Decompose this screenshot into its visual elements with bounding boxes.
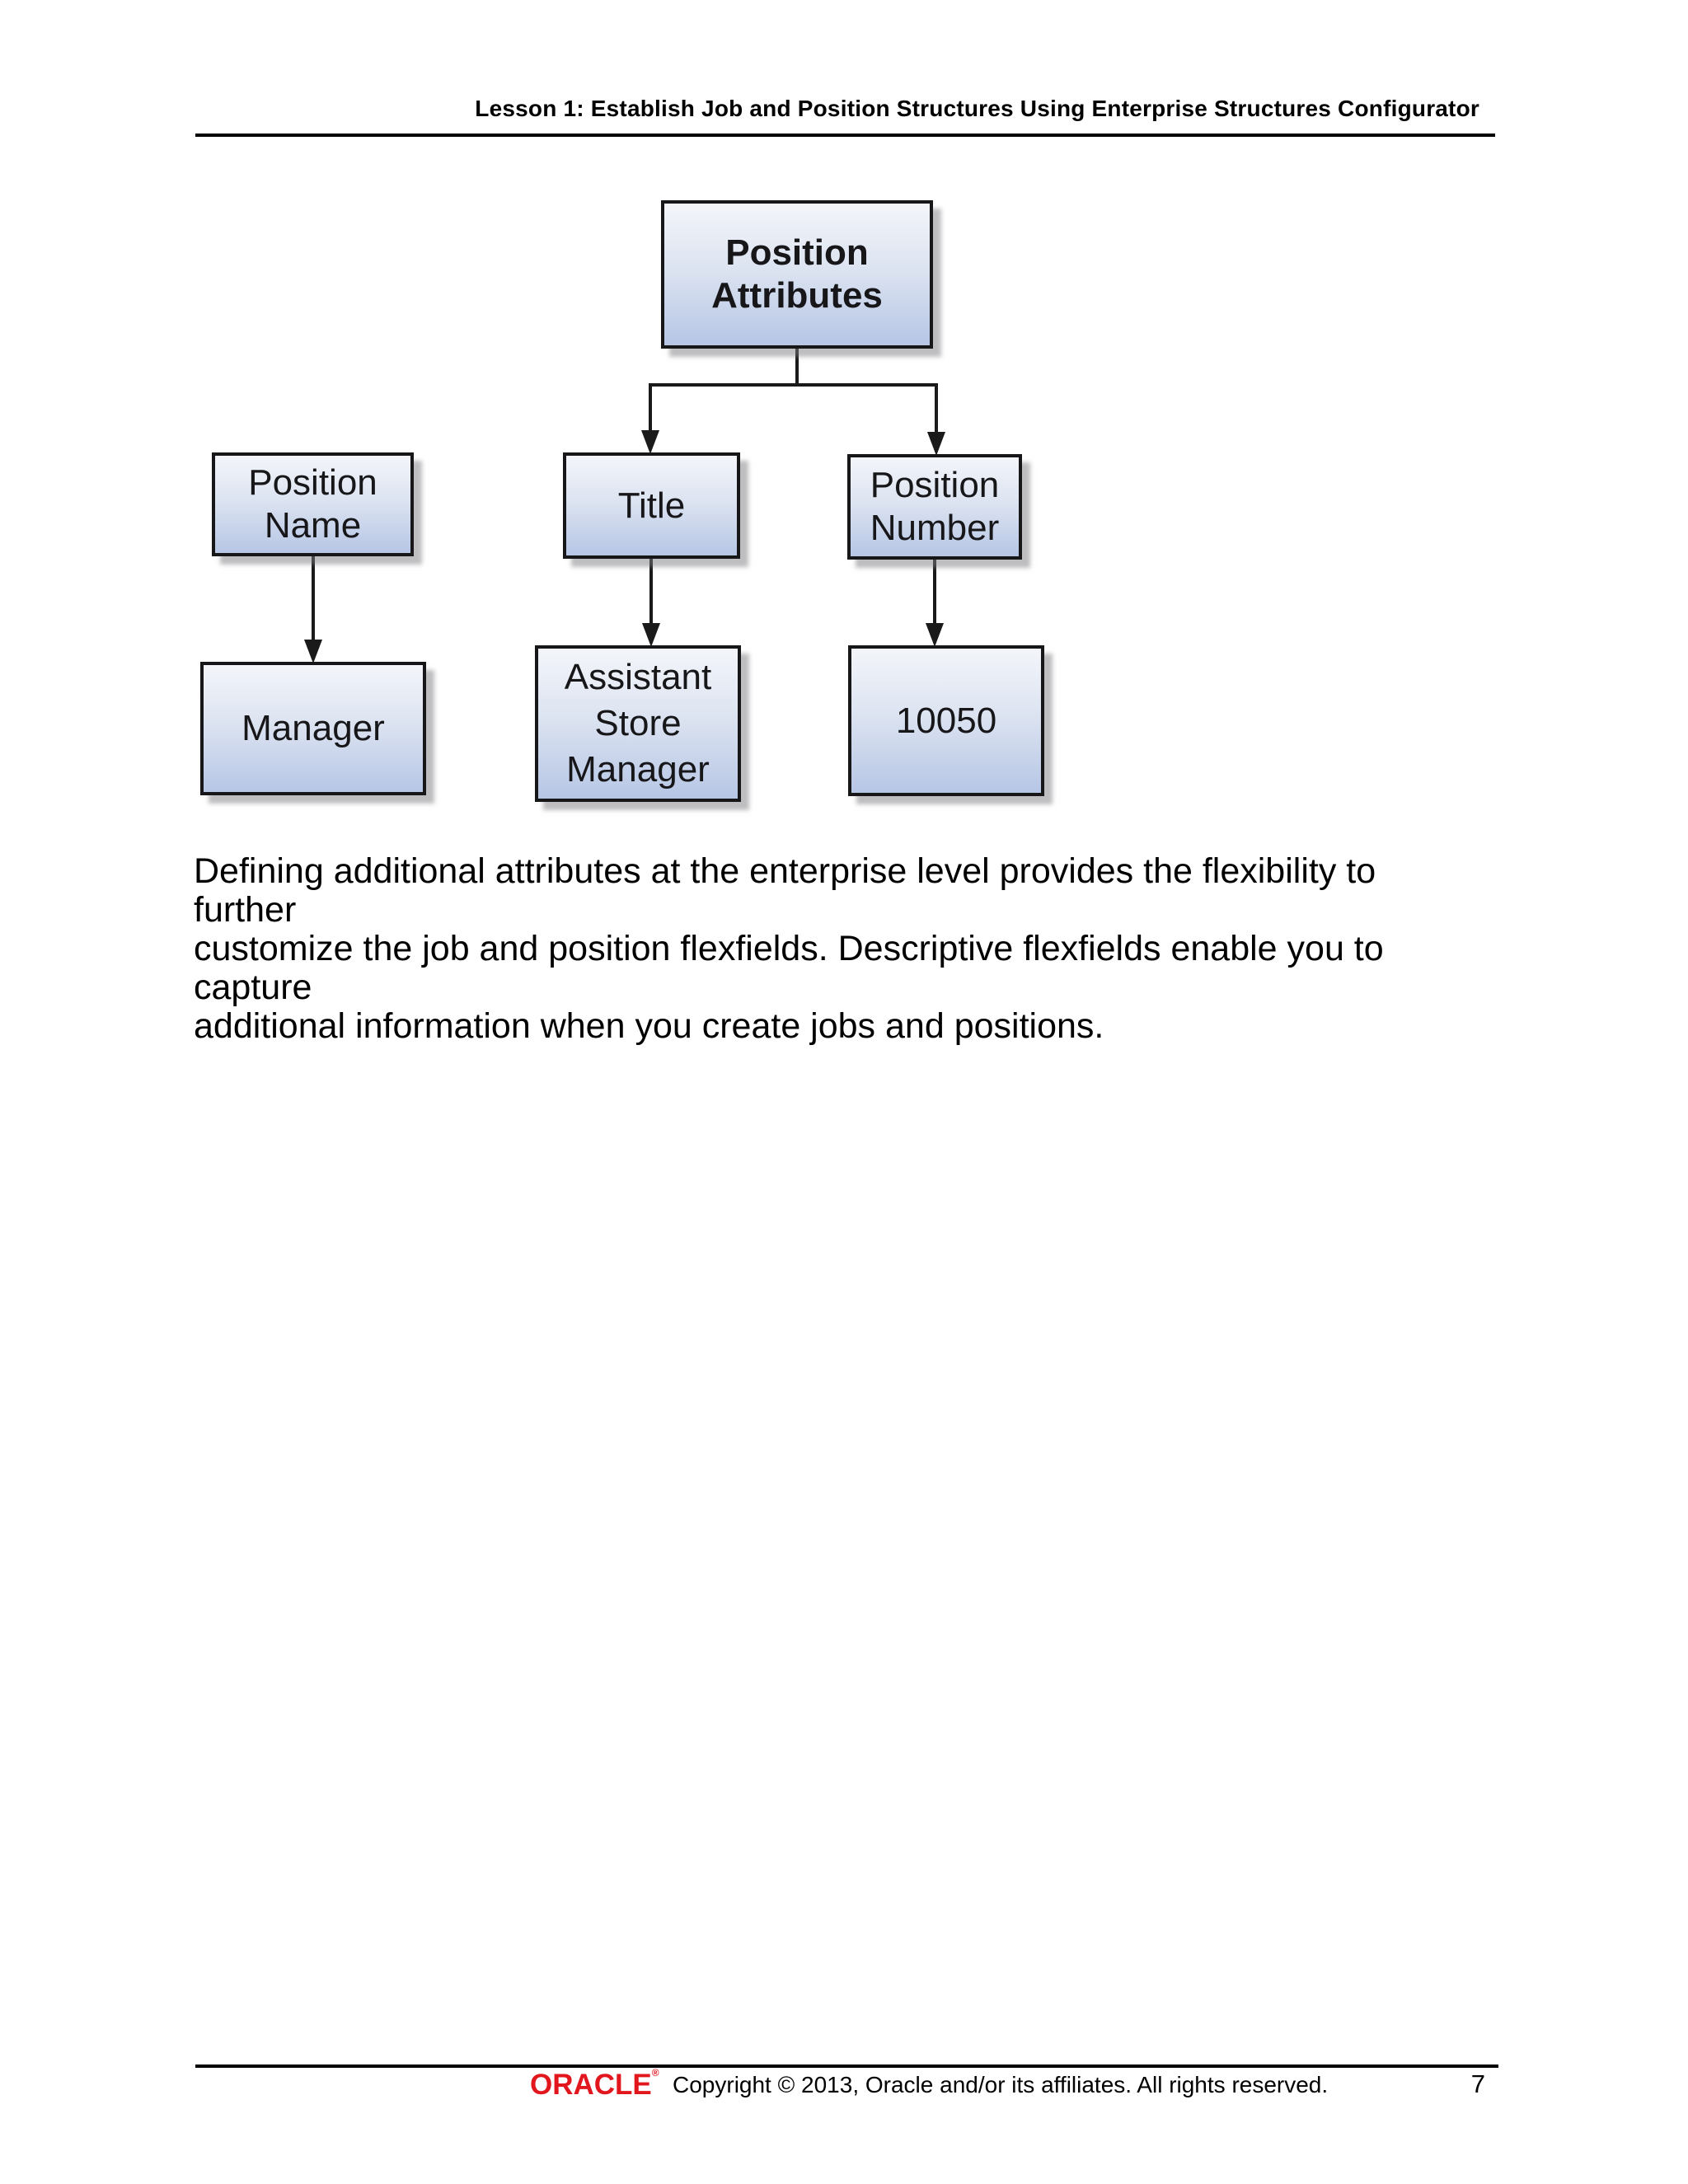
diagram-node-label: Manager bbox=[241, 708, 385, 748]
arrowhead-position-number bbox=[927, 432, 945, 456]
arrowhead-title bbox=[641, 430, 659, 454]
footer-copyright-text: Copyright © 2013, Oracle and/or its affi… bbox=[673, 2072, 1329, 2097]
diagram-node-label: Assistant Store Manager bbox=[564, 657, 712, 790]
arrowhead-10050 bbox=[926, 623, 944, 647]
registered-trademark-mark: ® bbox=[651, 2067, 659, 2079]
body-paragraph-line: Defining additional attributes at the en… bbox=[194, 851, 1376, 930]
diagram-node-label: Position Attributes bbox=[711, 232, 883, 316]
diagram-node-title: Title bbox=[563, 452, 740, 559]
diagram-node-position-attributes: Position Attributes bbox=[661, 200, 933, 349]
diagram-node-10050: 10050 bbox=[848, 645, 1044, 796]
arrowhead-manager bbox=[304, 640, 322, 663]
diagram-node-position-name: Position Name bbox=[212, 452, 414, 556]
footer-rule bbox=[195, 2064, 1498, 2068]
oracle-logo-text: ORACLE bbox=[530, 2069, 652, 2101]
oracle-logo: ORACLE® bbox=[530, 2067, 659, 2102]
diagram-node-label: Position Number bbox=[870, 465, 1000, 548]
diagram-node-assistant-store-manager: Assistant Store Manager bbox=[535, 645, 741, 802]
diagram-node-position-number: Position Number bbox=[847, 454, 1022, 560]
header-title: Lesson 1: Establish Job and Position Str… bbox=[475, 96, 1479, 121]
diagram-node-label: Position Name bbox=[248, 462, 377, 546]
body-paragraph-line: customize the job and position flexfield… bbox=[194, 929, 1384, 1007]
diagram-node-label: 10050 bbox=[895, 700, 997, 741]
arrowhead-assistant-store-manager bbox=[642, 623, 660, 647]
body-paragraph: Defining additional attributes at the en… bbox=[194, 852, 1479, 1046]
header-rule bbox=[195, 134, 1495, 137]
diagram-node-manager: Manager bbox=[200, 662, 426, 795]
diagram-connector-lines bbox=[304, 349, 945, 663]
body-paragraph-line: additional information when you create j… bbox=[194, 1006, 1104, 1046]
diagram-node-label: Title bbox=[617, 485, 686, 526]
footer-page-number: 7 bbox=[1470, 2069, 1485, 2098]
